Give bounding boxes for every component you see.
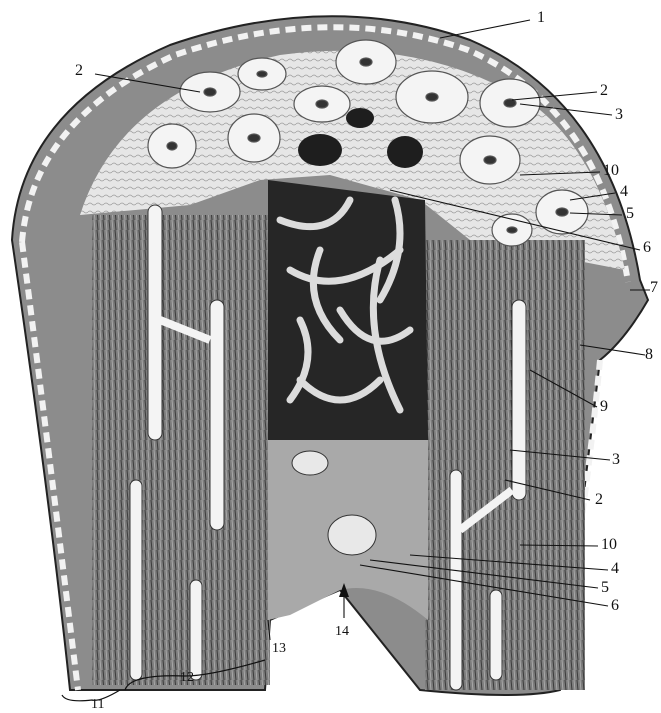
label-5-bottom: 5 (601, 580, 609, 596)
label-6-bottom: 6 (611, 598, 619, 614)
label-3-top: 3 (615, 107, 623, 123)
label-12: 12 (180, 670, 194, 686)
label-14: 14 (335, 624, 349, 640)
label-4-bottom: 4 (611, 561, 619, 577)
label-7: 7 (650, 280, 658, 296)
label-10-top: 10 (603, 163, 619, 179)
label-5-top: 5 (626, 206, 634, 222)
label-2-top-left: 2 (75, 63, 83, 79)
label-1: 1 (537, 10, 545, 26)
nutrient-opening (292, 451, 328, 475)
label-11: 11 (91, 697, 104, 713)
compact-bone-right (425, 240, 585, 690)
label-4-top: 4 (620, 184, 628, 200)
label-8: 8 (645, 347, 653, 363)
label-3-bottom: 3 (612, 452, 620, 468)
compact-bone-left (92, 215, 270, 685)
label-2-bottom: 2 (595, 492, 603, 508)
label-10-bottom: 10 (601, 537, 617, 553)
label-9: 9 (600, 399, 608, 415)
label-13: 13 (272, 641, 286, 657)
label-2-top-right: 2 (600, 83, 608, 99)
label-6-top: 6 (643, 240, 651, 256)
